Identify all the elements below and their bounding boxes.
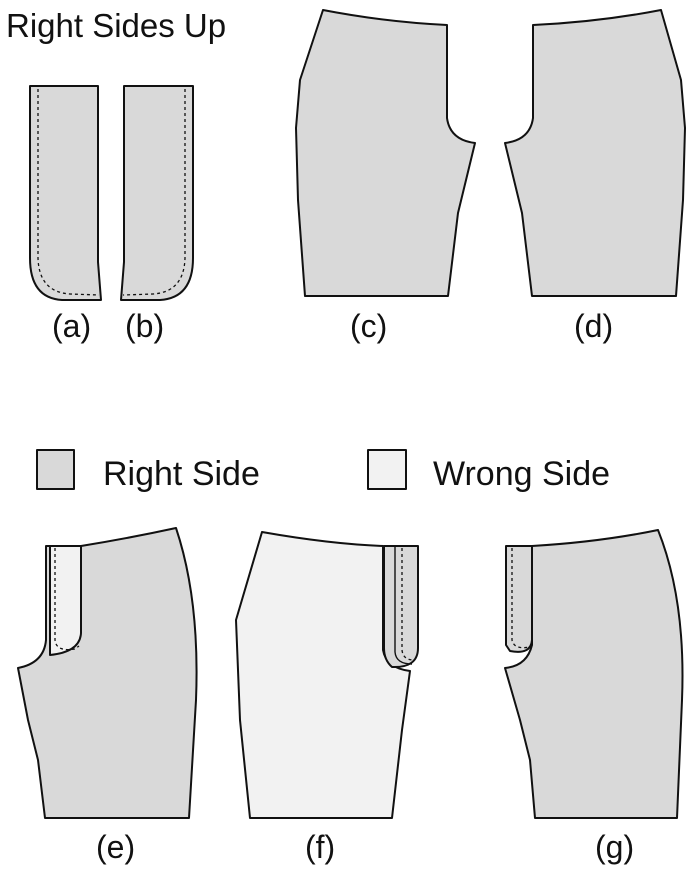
piece-a bbox=[29, 85, 102, 301]
legend-swatch-right-side bbox=[36, 449, 75, 490]
piece-c bbox=[295, 9, 476, 297]
legend-label-right-side: Right Side bbox=[103, 455, 260, 493]
piece-a-shape bbox=[29, 85, 102, 301]
piece-f-stitching bbox=[401, 548, 415, 661]
piece-g-shape bbox=[504, 529, 684, 819]
legend-swatch-wrong-side bbox=[367, 449, 407, 490]
piece-d bbox=[504, 9, 686, 297]
legend-label-wrong-side: Wrong Side bbox=[433, 455, 610, 493]
label-f: (f) bbox=[305, 829, 335, 865]
piece-e bbox=[17, 527, 198, 819]
piece-b-stitching bbox=[122, 89, 186, 296]
piece-g-facing bbox=[505, 545, 533, 653]
label-b: (b) bbox=[125, 308, 164, 344]
piece-e-stitching bbox=[54, 548, 80, 651]
piece-f-facing bbox=[383, 545, 419, 669]
piece-b bbox=[120, 85, 194, 301]
diagram-title: Right Sides Up bbox=[6, 7, 226, 44]
piece-a-stitching bbox=[37, 89, 100, 296]
label-a: (a) bbox=[52, 308, 91, 344]
piece-e-shape bbox=[17, 527, 198, 819]
label-d: (d) bbox=[574, 308, 613, 344]
label-g: (g) bbox=[595, 829, 634, 865]
piece-e-facing bbox=[49, 545, 82, 656]
label-e: (e) bbox=[96, 829, 135, 865]
label-c: (c) bbox=[350, 308, 387, 344]
legend: Right Side Wrong Side bbox=[36, 449, 610, 493]
piece-g bbox=[504, 529, 684, 819]
piece-f-shape bbox=[235, 531, 411, 819]
piece-g-stitching bbox=[511, 548, 531, 649]
piece-f bbox=[235, 531, 419, 819]
piece-b-shape bbox=[120, 85, 194, 301]
piece-f-facing-edge bbox=[394, 546, 413, 665]
